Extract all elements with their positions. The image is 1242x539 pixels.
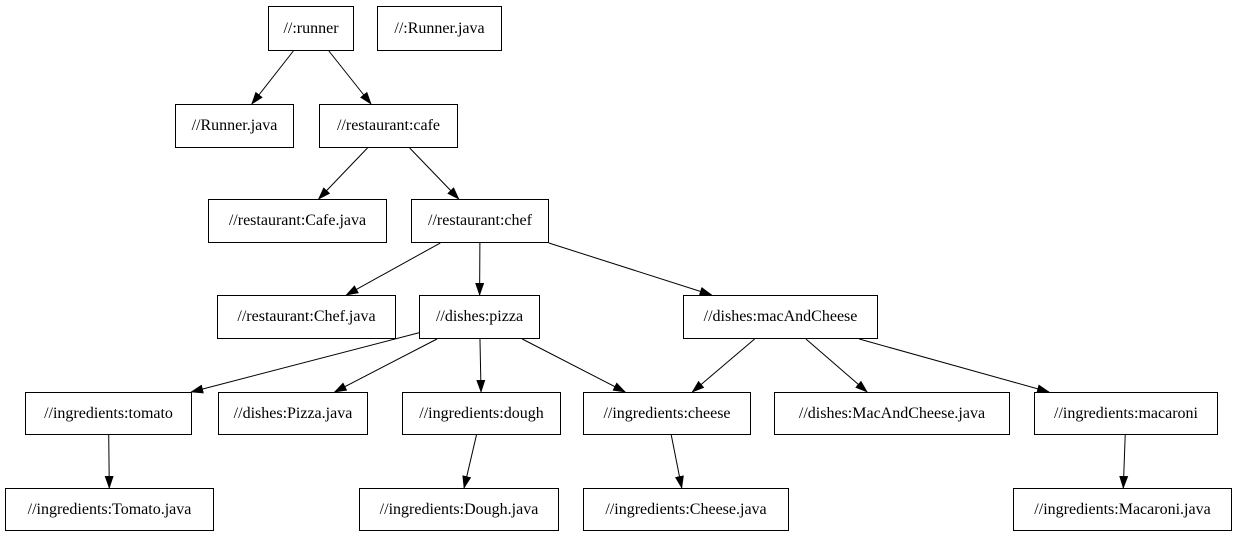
graph-edge-pizza-to-pizza_java (333, 338, 438, 393)
graph-node-label: //restaurant:Chef.java (237, 308, 376, 325)
graph-node-mac_java: //dishes:MacAndCheese.java (774, 392, 1010, 435)
graph-edge-cafe-to-cafe_java (317, 147, 368, 200)
graph-node-tomato: //ingredients:tomato (25, 392, 192, 435)
graph-node-mac: //dishes:macAndCheese (683, 295, 878, 339)
graph-node-label: //:runner (283, 19, 339, 37)
graph-edge-cheese-to-cheese_java (670, 434, 684, 489)
graph-node-label: //ingredients:macaroni (1054, 404, 1198, 422)
graph-edge-cafe-to-chef (409, 147, 460, 200)
graph-node-label: //Runner.java (191, 117, 278, 134)
graph-node-label: //restaurant:Cafe.java (228, 212, 367, 229)
graph-node-label: //ingredients:Tomato.java (27, 500, 192, 518)
graph-edge-tomato-to-tomato_java (104, 434, 114, 489)
graph-node-dough: //ingredients:dough (402, 392, 561, 435)
graph-node-tomato_java: //ingredients:Tomato.java (5, 488, 214, 531)
graph-node-runner: //:runner (268, 6, 354, 51)
graph-node-macaroni_java: //ingredients:Macaroni.java (1013, 488, 1232, 531)
graph-edge-chef-to-chef_java (345, 242, 441, 296)
graph-node-cheese_java: //ingredients:Cheese.java (583, 488, 789, 531)
graph-edge-mac-to-cheese (691, 338, 755, 393)
graph-node-label: //ingredients:Macaroni.java (1034, 500, 1211, 518)
graph-node-label: //ingredients:Cheese.java (605, 500, 767, 518)
graph-node-cafe_java: //restaurant:Cafe.java (208, 199, 387, 243)
graph-node-pizza_java: //dishes:Pizza.java (218, 392, 368, 435)
graph-node-label: //ingredients:Dough.java (379, 500, 539, 518)
graph-node-runner_src: //:Runner.java (377, 6, 502, 51)
graph-node-label: //restaurant:cafe (336, 117, 441, 134)
graph-node-cheese: //ingredients:cheese (583, 392, 751, 435)
graph-node-label: //dishes:MacAndCheese.java (798, 404, 986, 422)
graph-node-label: //dishes:Pizza.java (233, 404, 353, 422)
graph-node-dough_java: //ingredients:Dough.java (359, 488, 559, 531)
graph-node-runner_java: //Runner.java (175, 104, 294, 148)
graph-node-label: //ingredients:cheese (603, 404, 731, 422)
graph-node-label: //dishes:macAndCheese (703, 308, 858, 325)
graph-node-label: //ingredients:tomato (44, 404, 173, 422)
graph-node-label: //restaurant:chef (428, 212, 532, 229)
graph-edge-chef-to-mac (548, 242, 713, 296)
graph-edge-dough-to-dough_java (462, 434, 477, 489)
graph-edge-mac-to-mac_java (805, 338, 868, 393)
graph-node-pizza: //dishes:pizza (419, 295, 540, 339)
graph-node-label: //:Runner.java (394, 19, 485, 37)
graph-edge-runner-to-cafe (328, 50, 372, 105)
graph-node-label: //ingredients:dough (419, 404, 544, 422)
graph-edge-pizza-to-dough (476, 338, 486, 393)
graph-node-chef_java: //restaurant:Chef.java (217, 295, 396, 339)
graph-edge-pizza-to-cheese (522, 338, 627, 393)
graph-edge-macaroni-to-macaroni_java (1119, 434, 1129, 489)
graph-edge-pizza-to-tomato (190, 332, 420, 394)
graph-node-chef: //restaurant:chef (411, 199, 549, 243)
graph-edge-runner-to-runner_java (251, 50, 294, 105)
graph-node-macaroni: //ingredients:macaroni (1034, 392, 1218, 435)
graph-node-label: //dishes:pizza (435, 308, 524, 325)
graph-node-cafe: //restaurant:cafe (319, 104, 458, 148)
graph-edge-mac-to-macaroni (859, 338, 1050, 394)
